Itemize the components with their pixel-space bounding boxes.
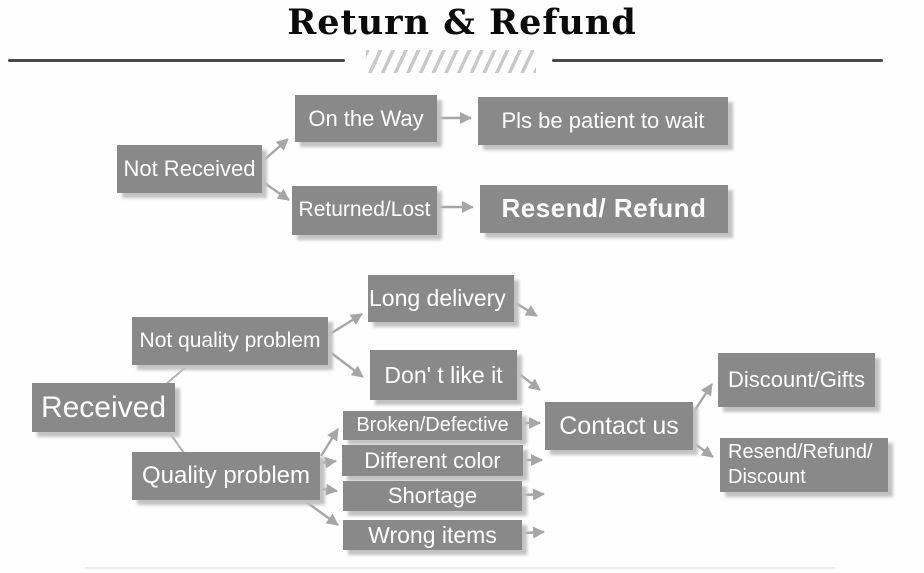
arrow-not-received-to-returned-lost (262, 181, 290, 201)
node-contact-us: Contact us (545, 402, 693, 450)
arrow-dont-like-it-to-contact-us (517, 372, 541, 391)
node-different-color: Different color (342, 445, 523, 476)
hatch-decoration (366, 50, 536, 73)
node-wrong-items: Wrong items (343, 520, 522, 550)
line-received-to-quality-problem (166, 428, 185, 454)
arrow-not-quality-problem-to-long-delivery (329, 312, 363, 336)
arrow-quality-problem-to-wrong-items (304, 500, 339, 526)
node-discount-gifts: Discount/Gifts (718, 353, 875, 407)
line-received-to-not-quality-problem (163, 364, 189, 387)
arrow-quality-problem-to-broken-defective (319, 428, 340, 457)
node-shortage: Shortage (343, 481, 522, 511)
node-returned-lost: Returned/Lost (292, 186, 437, 235)
arrow-not-quality-problem-to-dont-like-it (329, 351, 364, 378)
arrow-quality-problem-to-shortage (321, 483, 338, 496)
arrow-not-received-to-on-the-way (262, 138, 289, 162)
node-long-delivery: Long delivery (368, 275, 514, 322)
title-divider-right (552, 59, 883, 62)
node-broken-defective: Broken/Defective (343, 411, 522, 440)
node-on-the-way: On the Way (295, 95, 437, 142)
arrow-contact-us-to-discount-gifts (693, 383, 714, 411)
node-resend-refund-discount: Resend/Refund/ Discount (720, 438, 888, 492)
node-resend-refund: Resend/ Refund (480, 185, 728, 233)
title-divider-left (8, 59, 345, 62)
arrow-long-delivery-to-contact-us (513, 300, 538, 318)
node-pls-be-patient-to-wait: Pls be patient to wait (478, 97, 728, 145)
arrow-quality-problem-to-different-color (321, 456, 337, 469)
bottom-faint-rule (85, 567, 835, 569)
page-title: Return & Refund (287, 2, 637, 43)
node-received: Received (32, 383, 175, 432)
arrow-shortage-to-contact-us (523, 488, 545, 501)
node-quality-problem: Quality problem (132, 452, 320, 500)
node-dont-like-it: Don' t like it (370, 350, 517, 400)
arrow-contact-us-to-resend-refund-discount (694, 443, 714, 458)
node-not-received: Not Received (117, 145, 262, 193)
node-not-quality-problem: Not quality problem (132, 317, 328, 365)
arrow-wrong-items-to-contact-us (523, 526, 545, 539)
